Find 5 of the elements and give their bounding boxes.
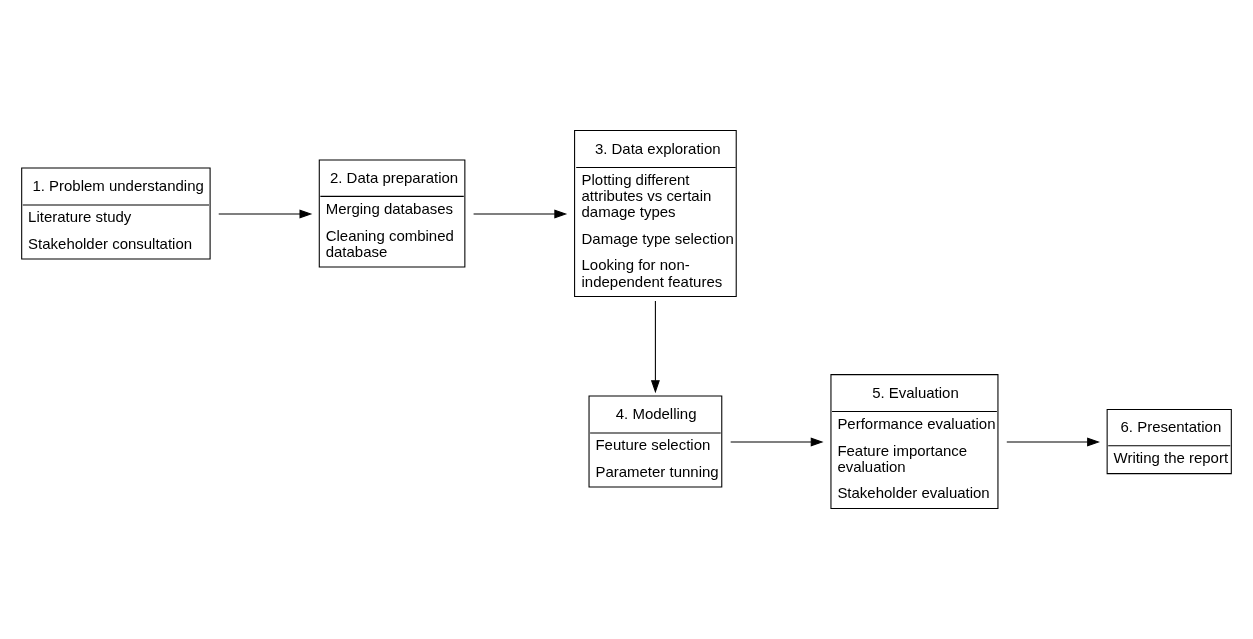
arrow — [218, 209, 313, 219]
arrow — [730, 437, 824, 447]
arrow — [473, 209, 568, 219]
arrow — [1006, 437, 1100, 447]
arrow — [650, 300, 660, 394]
